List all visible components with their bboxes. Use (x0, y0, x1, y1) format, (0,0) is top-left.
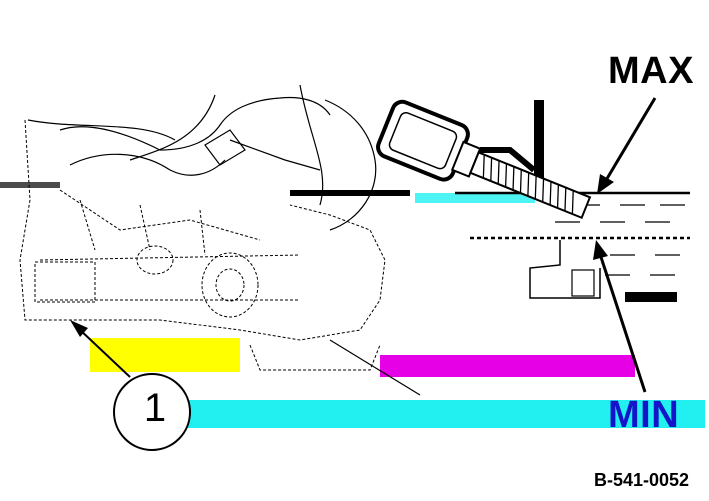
max-arrow (597, 97, 657, 194)
scan-line-left (0, 182, 60, 188)
figure-code: B-541-0052 (594, 470, 690, 490)
min-label: MIN (608, 394, 680, 436)
cyan-band (185, 400, 705, 428)
magenta-band (380, 355, 635, 377)
callout-marker (70, 320, 191, 451)
scan-artifacts (0, 182, 705, 428)
engine-solid-lines (27, 84, 421, 396)
min-arrow (593, 240, 647, 393)
max-label: MAX (608, 50, 694, 92)
engine-housing-icon (19, 119, 386, 371)
scan-line-mid (290, 190, 410, 196)
cyan-strip (415, 193, 535, 203)
yellow-band (90, 338, 240, 372)
dipstick-icon (376, 99, 592, 220)
hand-icon (59, 96, 377, 231)
callout-number: 1 (143, 386, 167, 430)
